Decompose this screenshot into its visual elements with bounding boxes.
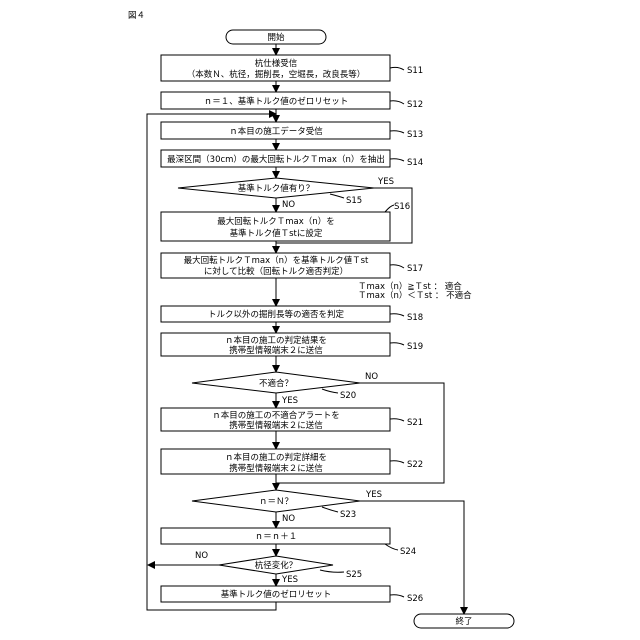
s23-id: S23 <box>340 510 356 520</box>
figure-label: 図４ <box>128 11 145 21</box>
s21-line1: ｎ本目の施工の不適合アラートを <box>212 410 340 421</box>
s15-yes-label: YES <box>377 177 394 187</box>
decision-s23: ｎ＝Ｎ？ YES NO S23 <box>192 490 382 524</box>
s12-id: S12 <box>407 100 423 110</box>
s11-id: S11 <box>407 66 423 76</box>
s16-line2: 基準トルク値Ｔstに設定 <box>230 228 323 239</box>
s24-id: S24 <box>400 547 416 557</box>
s17-line1: 最大回転トルクＴmax（n）を基準トルク値Ｔst <box>184 255 369 266</box>
start-terminal: 開始 <box>226 30 326 44</box>
s23-yes-label: YES <box>365 490 382 500</box>
s18-id: S18 <box>407 313 423 323</box>
s22-id: S22 <box>407 460 423 470</box>
step-s11: 杭仕様受信 （本数Ｎ、杭径，掘削長，空堀長，改良長等） S11 <box>161 55 423 81</box>
s25-line1: 杭径変化？ <box>255 560 298 571</box>
s17-line2: に対して比較（回転トルク適否判定） <box>204 266 348 277</box>
s15-id: S15 <box>346 196 362 206</box>
s24-line1: ｎ＝ｎ＋１ <box>255 532 298 542</box>
s22-line1: ｎ本目の施工の判定詳細を <box>225 452 327 463</box>
s17-note-line2: Ｔmax（n）＜Ｔst ： 不適合 <box>358 290 472 301</box>
decision-s20: 不適合？ NO YES S20 <box>192 372 378 406</box>
s14-id: S14 <box>407 158 423 168</box>
s15-line1: 基準トルク値有り？ <box>238 183 315 194</box>
s25-yes-label: YES <box>281 575 298 585</box>
decision-s25: 杭径変化？ NO YES S25 <box>195 551 362 585</box>
s18-line1: トルク以外の掘削長等の適否を判定 <box>208 309 345 320</box>
s20-line1: 不適合？ <box>259 378 293 389</box>
s13-line1: ｎ本目の施工データ受信 <box>229 126 323 137</box>
s14-line1: 最深区間（30cm）の最大回転トルクＴmax（n）を抽出 <box>167 154 385 165</box>
step-s13: ｎ本目の施工データ受信 S13 <box>161 122 423 140</box>
s11-line1: 杭仕様受信 <box>255 58 298 69</box>
step-s12: ｎ＝１、基準トルク値のゼロリセット S12 <box>161 92 423 110</box>
step-s21: ｎ本目の施工の不適合アラートを 携帯型情報端末２に送信 S21 <box>161 408 423 431</box>
s17-id: S17 <box>407 264 423 274</box>
step-s26: 基準トルク値のゼロリセット S26 <box>161 586 423 604</box>
s16-line1: 最大回転トルクＴmax（n）を <box>217 216 334 227</box>
s25-no-label: NO <box>195 551 208 561</box>
s20-yes-label: YES <box>281 396 298 406</box>
s23-no-label: NO <box>282 514 295 524</box>
s23-line1: ｎ＝Ｎ？ <box>259 497 293 507</box>
step-s22: ｎ本目の施工の判定詳細を 携帯型情報端末２に送信 S22 <box>161 449 423 474</box>
s26-id: S26 <box>407 594 423 604</box>
s15-no-label: NO <box>282 200 295 210</box>
s13-id: S13 <box>407 130 423 140</box>
s22-line2: 携帯型情報端末２に送信 <box>229 463 323 474</box>
end-label: 終了 <box>455 616 472 627</box>
s25-id: S25 <box>346 570 362 580</box>
step-s19: ｎ本目の施工の判定結果を 携帯型情報端末２に送信 S19 <box>161 333 423 356</box>
step-s18: トルク以外の掘削長等の適否を判定 S18 <box>161 306 423 323</box>
s21-id: S21 <box>407 418 423 428</box>
decision-s15: 基準トルク値有り？ YES NO S15 <box>178 177 394 210</box>
s20-id: S20 <box>340 391 356 401</box>
start-label: 開始 <box>267 32 285 43</box>
s16-id: S16 <box>394 202 410 212</box>
s12-line1: ｎ＝１、基準トルク値のゼロリセット <box>204 96 349 107</box>
s19-line1: ｎ本目の施工の判定結果を <box>225 335 327 346</box>
step-s14: 最深区間（30cm）の最大回転トルクＴmax（n）を抽出 S14 <box>161 150 423 168</box>
s26-line1: 基準トルク値のゼロリセット <box>221 589 332 600</box>
s19-id: S19 <box>407 342 423 352</box>
end-terminal: 終了 <box>414 614 514 628</box>
s11-line2: （本数Ｎ、杭径，掘削長，空堀長，改良長等） <box>187 69 366 80</box>
s21-line2: 携帯型情報端末２に送信 <box>229 420 323 431</box>
s20-no-label: NO <box>365 372 378 382</box>
step-s17: 最大回転トルクＴmax（n）を基準トルク値Ｔst に対して比較（回転トルク適否判… <box>161 253 472 301</box>
s19-line2: 携帯型情報端末２に送信 <box>229 345 323 356</box>
